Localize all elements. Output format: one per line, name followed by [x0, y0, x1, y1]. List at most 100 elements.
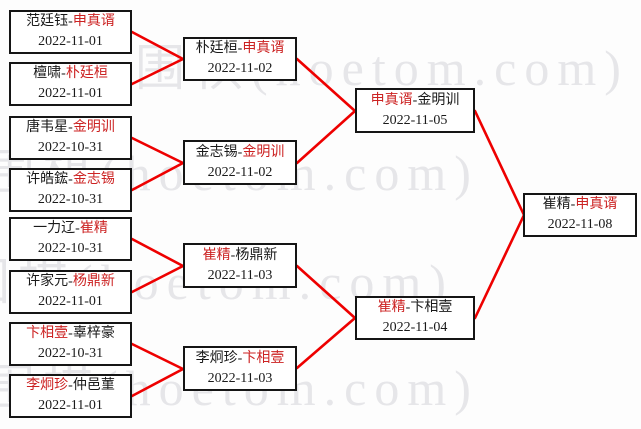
connector-line [130, 161, 185, 192]
player-name: 朴廷桓 [195, 41, 238, 56]
match-box-r16-6: 许家元-杨鼎新 2022-11-01 [9, 270, 132, 314]
separator: - [68, 274, 73, 289]
player-name: 许家元 [26, 274, 69, 289]
connector-line [130, 30, 185, 61]
match-box-sf-2: 崔精-卞相壹 2022-11-04 [355, 296, 475, 340]
separator: - [68, 326, 73, 341]
match-date: 2022-11-01 [38, 34, 103, 49]
match-date: 2022-11-01 [38, 294, 103, 309]
match-date: 2022-11-01 [38, 398, 103, 413]
player-name: 申真谞 [370, 92, 413, 108]
match-date: 2022-11-04 [382, 320, 448, 335]
connector-line [130, 367, 185, 398]
separator: - [570, 197, 576, 212]
connector-line [295, 264, 357, 320]
match-players: 范廷钰-申真谞 [26, 12, 115, 32]
match-players: 李炯珍-仲邑菫 [26, 376, 115, 396]
match-players: 崔精-申真谞 [543, 195, 618, 215]
player-name: 李炯珍 [26, 378, 69, 393]
player-name: 金志锡 [72, 172, 115, 187]
connector-line [473, 109, 526, 217]
connector-line [130, 237, 185, 268]
player-name: 崔精 [542, 197, 571, 212]
connector-line [295, 316, 357, 370]
match-box-qf-3: 崔精-杨鼎新 2022-11-03 [183, 243, 297, 288]
player-name: 崔精 [377, 300, 406, 315]
player-name: 朴廷桓 [65, 66, 108, 81]
player-name: 申真谞 [72, 14, 115, 29]
match-players: 一力辽-崔精 [33, 219, 108, 239]
player-name: 辜梓豪 [72, 326, 115, 341]
match-players: 唐韦星-金明训 [26, 118, 115, 138]
player-name: 范廷钰 [26, 14, 69, 29]
match-date: 2022-11-01 [38, 86, 103, 101]
connector-line [295, 57, 357, 113]
separator: - [61, 66, 66, 81]
player-name: 金明训 [72, 120, 115, 135]
match-players: 崔精-卞相壹 [378, 298, 453, 318]
player-name: 卞相壹 [26, 326, 69, 341]
match-date: 2022-11-02 [207, 61, 273, 76]
player-name: 申真谞 [242, 41, 285, 56]
match-date: 2022-11-05 [382, 112, 448, 128]
player-name: 李炯珍 [195, 350, 238, 366]
player-name: 卞相壹 [410, 300, 453, 315]
match-date: 2022-10-31 [37, 241, 104, 256]
separator: - [237, 350, 243, 366]
match-box-r16-2: 檀啸-朴廷桓 2022-11-01 [9, 62, 132, 106]
player-name: 申真谞 [575, 197, 618, 212]
connector-line [130, 136, 185, 165]
player-name: 杨鼎新 [72, 274, 115, 289]
match-box-r16-1: 范廷钰-申真谞 2022-11-01 [9, 10, 132, 54]
player-name: 杨鼎新 [235, 247, 278, 263]
match-box-r16-5: 一力辽-崔精 2022-10-31 [9, 217, 132, 261]
player-name: 金明训 [417, 92, 460, 108]
separator: - [75, 221, 80, 236]
player-name: 许皓鋐 [26, 172, 69, 187]
connector-line [130, 264, 185, 294]
player-name: 一力辽 [33, 221, 76, 236]
match-date: 2022-10-31 [37, 192, 104, 207]
match-players: 崔精-杨鼎新 [203, 246, 278, 266]
player-name: 崔精 [79, 221, 108, 236]
match-players: 李炯珍-卞相壹 [196, 349, 285, 369]
match-players: 檀啸-朴廷桓 [33, 64, 108, 84]
player-name: 卞相壹 [242, 350, 285, 366]
separator: - [68, 378, 73, 393]
connector-line [130, 342, 185, 371]
player-name: 崔精 [202, 247, 231, 263]
match-box-r16-8: 李炯珍-仲邑菫 2022-11-01 [9, 374, 132, 418]
separator: - [68, 120, 73, 135]
connector-line [295, 109, 357, 165]
connector-line [473, 213, 526, 320]
separator: - [230, 247, 236, 263]
match-players: 朴廷桓-申真谞 [196, 39, 285, 59]
match-players: 金志锡-金明训 [196, 143, 285, 163]
match-box-qf-4: 李炯珍-卞相壹 2022-11-03 [183, 346, 297, 391]
player-name: 檀啸 [33, 66, 62, 81]
match-players: 许家元-杨鼎新 [26, 272, 115, 292]
player-name: 金志锡 [195, 144, 238, 160]
player-name: 仲邑菫 [72, 378, 115, 393]
match-box-sf-1: 申真谞-金明训 2022-11-05 [355, 88, 475, 133]
match-players: 卞相壹-辜梓豪 [26, 324, 115, 344]
match-box-r16-7: 卞相壹-辜梓豪 2022-10-31 [9, 322, 132, 366]
match-box-qf-1: 朴廷桓-申真谞 2022-11-02 [183, 37, 297, 81]
separator: - [412, 92, 418, 108]
match-box-final: 崔精-申真谞 2022-11-08 [523, 193, 637, 237]
match-date: 2022-11-08 [547, 217, 613, 232]
match-date: 2022-10-31 [37, 140, 104, 155]
match-players: 申真谞-金明训 [371, 91, 460, 111]
separator: - [405, 300, 411, 315]
match-box-r16-4: 许皓鋐-金志锡 2022-10-31 [9, 168, 132, 212]
separator: - [68, 14, 73, 29]
match-date: 2022-11-02 [207, 164, 273, 180]
separator: - [237, 41, 243, 56]
match-date: 2022-11-03 [207, 267, 273, 283]
player-name: 唐韦星 [26, 120, 69, 135]
separator: - [237, 144, 243, 160]
player-name: 金明训 [242, 144, 285, 160]
match-date: 2022-10-31 [37, 346, 104, 361]
